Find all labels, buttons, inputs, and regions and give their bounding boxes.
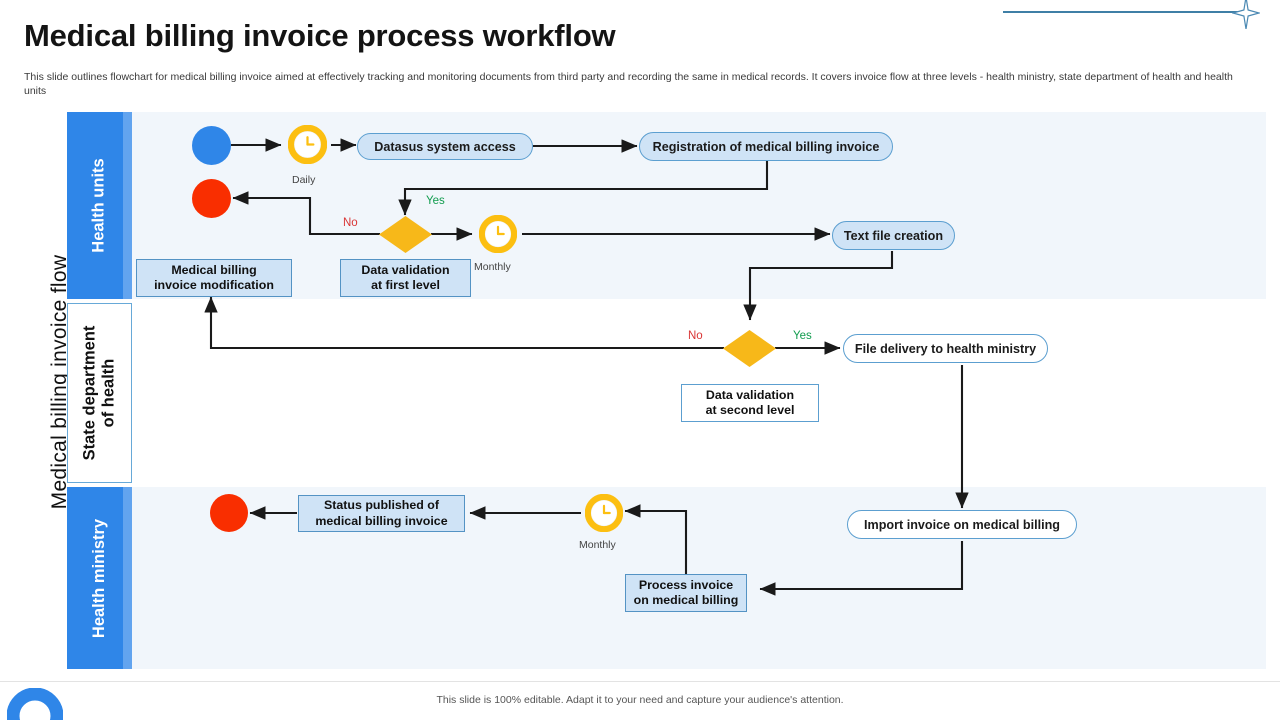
clock-icon-monthly-lane3[interactable] [585,494,623,532]
node-status-published[interactable]: Status published of medical billing invo… [298,495,465,532]
lane-label-state-department-line1: State department [80,325,99,461]
node-medical-billing-mod-line2: invoice modification [154,278,274,292]
end-circle-lane1[interactable] [192,179,231,218]
edge-label-no-second: No [688,330,703,342]
lane-label-health-ministry: Health ministry [90,518,109,638]
node-status-published-line2: medical billing invoice [315,513,448,528]
node-medical-billing-mod-line1: Medical billing [171,262,257,277]
edge-label-no-first: No [343,217,358,229]
page-title: Medical billing invoice process workflow [24,18,616,53]
node-file-delivery-health-ministry[interactable]: File delivery to health ministry [843,334,1048,363]
node-data-validation-second-level-line1: Data validation [705,387,795,402]
node-data-validation-first-level[interactable]: Data validation at first level [340,259,471,297]
clock-icon-daily[interactable] [288,125,327,164]
lane-header-health-units: Health units [67,112,132,299]
header-decoration-line [1003,11,1246,13]
edge-label-yes-first: Yes [426,195,445,207]
edge-label-yes-second: Yes [793,330,812,342]
lane-label-state-department: State department of health [81,326,119,461]
node-data-validation-second-level-line2: at second level [705,403,795,417]
clock-label-daily: Daily [292,174,316,186]
sparkle-icon [1232,0,1260,29]
node-medical-billing-invoice-modification[interactable]: Medical billing invoice modification [136,259,292,297]
lane-header-state-department: State department of health [67,303,132,483]
start-circle-lane1[interactable] [192,126,231,165]
brand-logo-icon [7,688,63,720]
node-text-file-creation[interactable]: Text file creation [832,221,955,250]
node-process-invoice-medical-billing[interactable]: Process invoice on medical billing [625,574,747,612]
clock-icon-monthly-lane1[interactable] [479,215,517,253]
clock-label-monthly-lane3: Monthly [579,539,616,551]
node-process-invoice-line1: Process invoice [638,577,734,592]
lane-header-health-ministry: Health ministry [67,487,132,669]
node-datasus-system-access[interactable]: Datasus system access [357,133,533,160]
end-circle-lane3[interactable] [210,494,248,532]
node-data-validation-first-level-line1: Data validation [361,262,450,277]
node-data-validation-second-level[interactable]: Data validation at second level [681,384,819,422]
lane-label-health-units: Health units [90,158,108,253]
node-registration-invoice[interactable]: Registration of medical billing invoice [639,132,893,161]
node-data-validation-first-level-line2: at first level [371,278,440,292]
footer-note: This slide is 100% editable. Adapt it to… [436,694,844,706]
decision-diamond-second-validation[interactable] [723,330,776,367]
clock-label-monthly-lane1: Monthly [474,261,511,273]
footer-divider [0,681,1280,682]
lane-label-state-department-line2: of health [99,358,118,428]
node-process-invoice-line2: on medical billing [633,593,739,607]
page-subtitle: This slide outlines flowchart for medica… [24,71,1233,97]
node-import-invoice-medical-billing[interactable]: Import invoice on medical billing [847,510,1077,539]
decision-diamond-first-validation[interactable] [379,216,432,253]
node-status-published-line1: Status published of [324,498,439,512]
